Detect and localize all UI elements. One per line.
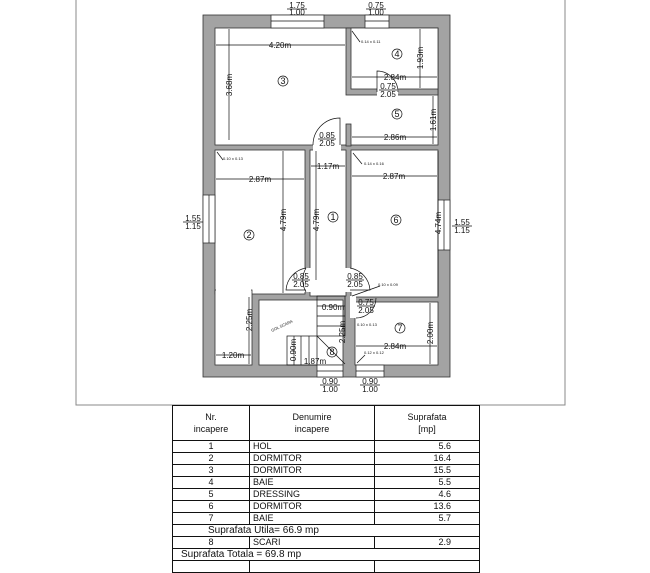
svg-text:1.75: 1.75	[289, 1, 305, 10]
svg-text:0.12 x 0.12: 0.12 x 0.12	[364, 350, 385, 355]
room-numbers	[243, 48, 406, 358]
svg-text:4.79m: 4.79m	[312, 209, 321, 232]
svg-text:1.15: 1.15	[185, 222, 201, 231]
svg-text:2.05: 2.05	[358, 306, 374, 315]
svg-text:0.75: 0.75	[368, 1, 384, 10]
svg-text:4.79m: 4.79m	[279, 209, 288, 232]
window-left	[202, 194, 216, 244]
room-7	[354, 301, 439, 366]
svg-text:2.05: 2.05	[380, 90, 396, 99]
room-2-lower	[214, 289, 253, 366]
svg-text:0.85: 0.85	[319, 131, 335, 140]
room-number-1: 1	[330, 212, 335, 222]
svg-text:1.00: 1.00	[289, 8, 305, 17]
header-area: Suprafata[mp]	[374, 405, 480, 441]
dimension-lines	[216, 29, 439, 364]
svg-text:2.87m: 2.87m	[383, 172, 406, 181]
total-area-row: Suprafata Totala = 69.8 mp	[172, 548, 480, 561]
svg-text:1.00: 1.00	[368, 8, 384, 17]
room-6	[350, 149, 439, 298]
svg-text:2.25m: 2.25m	[338, 321, 347, 344]
stair-treads	[286, 295, 346, 366]
window-bottom-2	[355, 364, 385, 378]
svg-text:0.14 x 0.11: 0.14 x 0.11	[361, 39, 381, 44]
room-number-4: 4	[394, 49, 399, 59]
svg-text:0.10 x 0.09: 0.10 x 0.09	[378, 282, 399, 287]
wall	[345, 123, 352, 147]
door-arc	[285, 267, 307, 291]
svg-text:2.05: 2.05	[319, 139, 335, 148]
svg-text:2.84m: 2.84m	[384, 73, 407, 82]
window-top-2	[364, 14, 390, 29]
svg-text:0.90: 0.90	[362, 377, 378, 386]
room-number-2: 2	[246, 230, 251, 240]
room-2	[214, 149, 306, 295]
svg-text:1.55: 1.55	[185, 214, 201, 223]
window-bottom-1	[316, 364, 344, 378]
svg-text:2.05: 2.05	[293, 280, 309, 289]
svg-text:1.93m: 1.93m	[416, 47, 425, 70]
svg-text:1.87m: 1.87m	[304, 357, 327, 366]
door-arc	[376, 70, 399, 93]
svg-text:0.10 x 0.13: 0.10 x 0.13	[223, 156, 244, 161]
svg-text:0.75: 0.75	[358, 298, 374, 307]
svg-text:2.87m: 2.87m	[249, 175, 272, 184]
svg-text:0.14 x 0.16: 0.14 x 0.16	[364, 161, 385, 166]
room-number-3: 3	[280, 76, 285, 86]
svg-text:0.10 x 0.13: 0.10 x 0.13	[357, 322, 378, 327]
svg-text:1.61m: 1.61m	[429, 109, 438, 132]
svg-text:3.68m: 3.68m	[225, 74, 234, 97]
room-number-5: 5	[394, 109, 399, 119]
svg-text:1.17m: 1.17m	[317, 162, 340, 171]
header-nr: Nr.incapere	[172, 405, 250, 441]
svg-text:0.75: 0.75	[380, 82, 396, 91]
svg-text:0.90m: 0.90m	[289, 339, 298, 362]
svg-text:4.74m: 4.74m	[434, 212, 443, 235]
svg-text:1.55: 1.55	[454, 218, 470, 227]
svg-text:2.05: 2.05	[347, 280, 363, 289]
svg-text:2.86m: 2.86m	[384, 133, 407, 142]
room-number-7: 7	[397, 323, 402, 333]
room-number-6: 6	[393, 215, 398, 225]
svg-text:1.15: 1.15	[454, 226, 470, 235]
opening-labels: 1.751.00 0.751.00 1.551.15 1.551.15 0.90…	[183, 1, 472, 394]
door-arc	[349, 267, 371, 291]
window-top-1	[270, 14, 325, 29]
svg-text:2.84m: 2.84m	[384, 342, 407, 351]
dimension-labels: 4.20m 3.68m 2.84m 1.93m 2.86m 1.61m 1.17…	[222, 41, 443, 366]
svg-text:2.00m: 2.00m	[426, 322, 435, 345]
svg-text:0.85: 0.85	[293, 272, 309, 281]
door-arc	[312, 117, 341, 146]
useful-area-row: Suprafata Utila= 66.9 mp	[172, 524, 480, 537]
svg-text:0.90: 0.90	[322, 377, 338, 386]
svg-text:0.85: 0.85	[347, 272, 363, 281]
svg-text:1.20m: 1.20m	[222, 351, 245, 360]
svg-text:1.00: 1.00	[322, 385, 338, 394]
door-arc	[355, 297, 377, 319]
room-number-8: 8	[329, 347, 334, 357]
svg-text:4.20m: 4.20m	[269, 41, 292, 50]
svg-text:1.00: 1.00	[362, 385, 378, 394]
svg-text:0.90m: 0.90m	[322, 303, 345, 312]
svg-text:2.25m: 2.25m	[245, 309, 254, 332]
